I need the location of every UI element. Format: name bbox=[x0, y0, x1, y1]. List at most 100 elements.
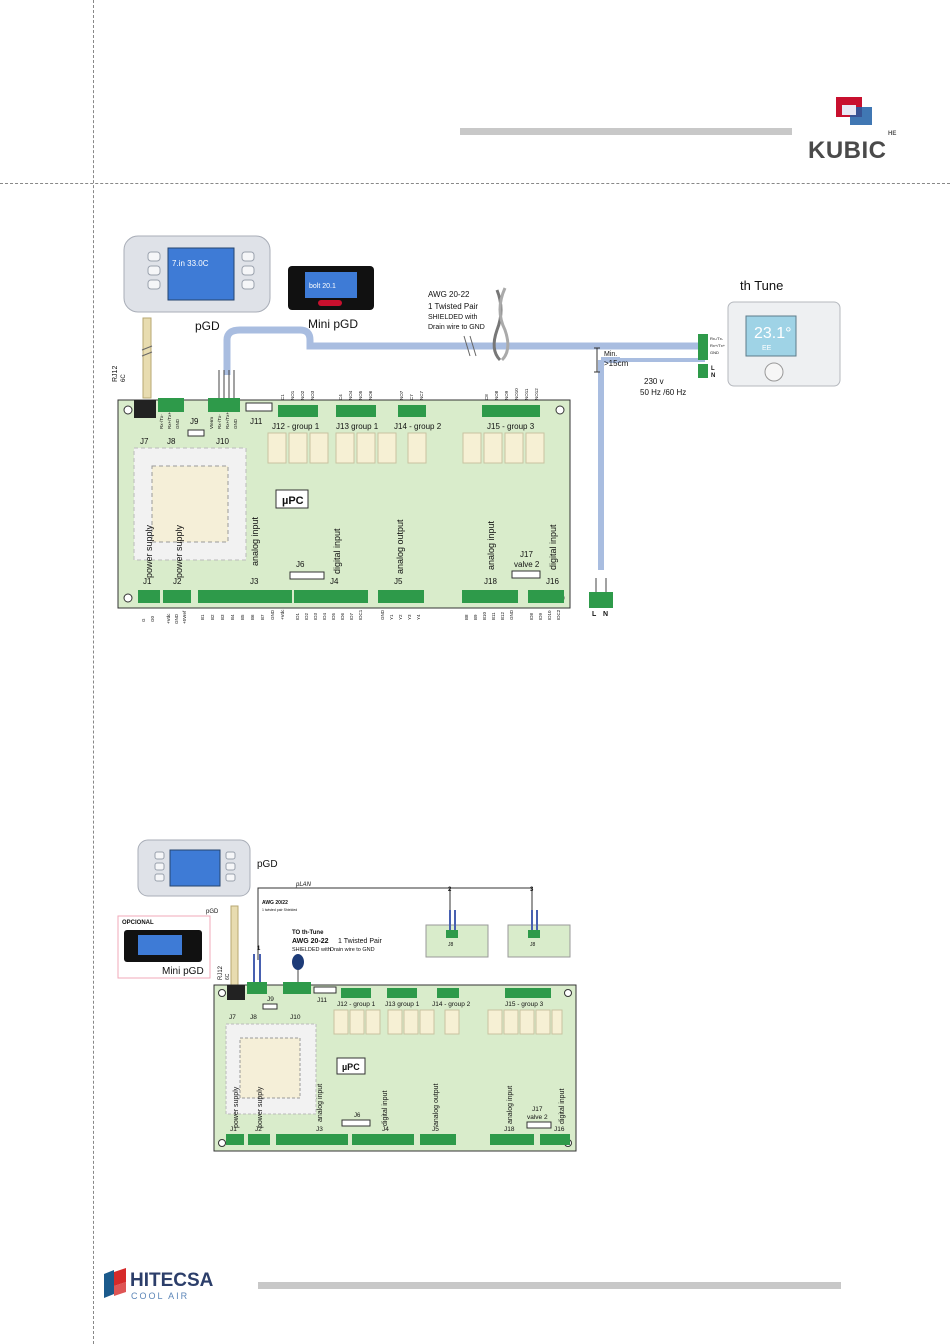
kubic-logo-mark bbox=[836, 97, 872, 125]
side-label-analog-in-2: analog input bbox=[486, 520, 496, 570]
plan-label: pLAN bbox=[295, 882, 312, 888]
freq-label: 50 Hz /60 Hz bbox=[640, 388, 686, 397]
conn2-top-j12: J12 - group 1 bbox=[337, 1001, 376, 1008]
l-label: L bbox=[592, 611, 597, 618]
plan-line bbox=[257, 887, 533, 960]
rj12-sub-2: 6C bbox=[225, 973, 231, 980]
side2-digital-in-2: digital input bbox=[559, 1089, 566, 1124]
conn2-top-j8: J8 bbox=[250, 1014, 257, 1021]
n-label: N bbox=[603, 611, 608, 618]
top-terminals-2 bbox=[227, 982, 551, 1000]
svg-text:GND: GND bbox=[175, 418, 180, 429]
th-tune-device: 23.1° EE bbox=[727, 301, 841, 387]
th-term-2: Rx+/Tx+ bbox=[710, 343, 726, 348]
side2-analog-in-2: analog input bbox=[507, 1086, 514, 1124]
svg-text:B1: B1 bbox=[200, 614, 205, 620]
conn2-bottom-j16: J16 bbox=[554, 1126, 565, 1133]
side2-power-1: power supply bbox=[233, 1086, 240, 1128]
svg-text:B12: B12 bbox=[500, 611, 505, 620]
svg-text:B2: B2 bbox=[210, 614, 215, 620]
pgd-device-2 bbox=[137, 839, 251, 897]
svg-text:NO3: NO3 bbox=[310, 390, 315, 400]
cable2-line-1: AWG 20-22 bbox=[292, 938, 329, 945]
side2-analog-out: analog output bbox=[433, 1084, 440, 1126]
cable-line-1: AWG 20-22 bbox=[428, 290, 470, 299]
th-term-3: GND bbox=[710, 350, 719, 355]
svg-text:G0: G0 bbox=[150, 615, 155, 622]
side2-power-2: power supply bbox=[257, 1086, 264, 1128]
svg-text:C4: C4 bbox=[338, 394, 343, 400]
j8-node-3: J8 bbox=[530, 942, 536, 948]
bottom-pin-labels: G G0 +Vdc GND +5Vref B1 B2 B3 B4 B5 B6 B… bbox=[141, 609, 561, 624]
conn-bottom-j5: J5 bbox=[394, 577, 403, 586]
svg-text:NC7: NC7 bbox=[419, 391, 424, 400]
svg-text:Rx+/Tx+: Rx+/Tx+ bbox=[225, 412, 230, 429]
svg-text:ID6: ID6 bbox=[340, 613, 345, 621]
th-tune-label: th Tune bbox=[740, 278, 783, 293]
conn-bottom-j4: J4 bbox=[330, 577, 339, 586]
svg-text:NO9: NO9 bbox=[504, 390, 509, 400]
svg-text:ID2: ID2 bbox=[304, 613, 309, 621]
side-label-digital-in-2: digital input bbox=[548, 524, 558, 570]
conn-top-j10: J10 bbox=[216, 437, 229, 446]
rj12-label-2: RJ12 bbox=[218, 965, 224, 980]
hitecsa-tagline: COOL AIR bbox=[131, 1291, 190, 1301]
svg-text:NO5: NO5 bbox=[358, 390, 363, 400]
conn-j17: J17 bbox=[520, 550, 533, 559]
j8-node-2: J8 bbox=[448, 942, 454, 948]
top-pin-labels: C1 NO1 NO2 NO3 C4 NO4 NO5 NO6 NO7 C7 NC7… bbox=[159, 388, 539, 429]
cable-line-2: 1 Twisted Pair bbox=[428, 302, 478, 311]
conn-top-j13: J13 group 1 bbox=[336, 422, 379, 431]
conn2-top-j14: J14 - group 2 bbox=[432, 1001, 471, 1008]
svg-text:ID1: ID1 bbox=[295, 613, 300, 621]
ln-terminal bbox=[589, 592, 613, 608]
th-tune-screen-sub: EE bbox=[762, 345, 772, 352]
th-term-5: N bbox=[711, 373, 715, 379]
conn-top-j12: J12 - group 1 bbox=[272, 422, 320, 431]
conn-top-j7: J7 bbox=[140, 437, 149, 446]
svg-text:G: G bbox=[141, 618, 146, 622]
mini-pgd-label: Mini pGD bbox=[308, 317, 358, 331]
svg-text:ID3: ID3 bbox=[313, 613, 318, 621]
svg-text:B10: B10 bbox=[482, 611, 487, 620]
conn-j17-sub: valve 2 bbox=[514, 560, 540, 569]
svg-text:B4: B4 bbox=[230, 614, 235, 620]
conn-bottom-j1: J1 bbox=[143, 577, 152, 586]
svg-text:C8: C8 bbox=[484, 394, 489, 400]
th-tune-screen-main: 23.1° bbox=[754, 325, 792, 342]
conn-bottom-j16: J16 bbox=[546, 577, 559, 586]
hitecsa-logo-text: HITECSA bbox=[130, 1270, 214, 1291]
footer-bar bbox=[258, 1282, 841, 1289]
svg-text:Vterm: Vterm bbox=[209, 417, 214, 429]
svg-text:C7: C7 bbox=[409, 394, 414, 400]
cable2-line-2: 1 Twisted Pair bbox=[338, 938, 383, 945]
header-rule bbox=[0, 183, 950, 184]
pgd-label: pGD bbox=[195, 319, 220, 333]
pgd-label-2: pGD bbox=[257, 859, 278, 870]
bottom-terminals bbox=[138, 590, 564, 603]
side2-digital-in: digital input bbox=[382, 1091, 389, 1126]
hitecsa-logo: HITECSA COOL AIR bbox=[100, 1268, 260, 1304]
side-label-analog-out: analog output bbox=[395, 519, 405, 574]
mini-pgd-screen: bolt 20.1 bbox=[309, 283, 336, 290]
svg-text:ID8: ID8 bbox=[529, 613, 534, 621]
twisted-pair-icon bbox=[492, 287, 510, 362]
shielded-cable bbox=[223, 326, 705, 375]
svg-text:NO2: NO2 bbox=[300, 390, 305, 400]
to-thtune: TO th-Tune bbox=[292, 930, 324, 936]
conn-top-j15: J15 - group 3 bbox=[487, 422, 535, 431]
conn2-top-j11: J11 bbox=[317, 997, 327, 1004]
svg-text:NO8: NO8 bbox=[494, 390, 499, 400]
svg-text:Y2: Y2 bbox=[398, 614, 403, 620]
conn-bottom-j18: J18 bbox=[484, 577, 497, 586]
power-label: 230 v bbox=[644, 377, 664, 386]
conn2-j6: J6 bbox=[354, 1113, 361, 1119]
svg-text:GND: GND bbox=[233, 418, 238, 429]
conn2-top-j10: J10 bbox=[290, 1014, 301, 1021]
svg-text:B6: B6 bbox=[250, 614, 255, 620]
rj12-cable bbox=[142, 317, 152, 399]
svg-text:GND: GND bbox=[270, 609, 275, 620]
bottom-terminals-2 bbox=[226, 1134, 570, 1145]
rj12-label: RJ12 bbox=[112, 366, 119, 382]
conn-top-j8: J8 bbox=[167, 437, 176, 446]
